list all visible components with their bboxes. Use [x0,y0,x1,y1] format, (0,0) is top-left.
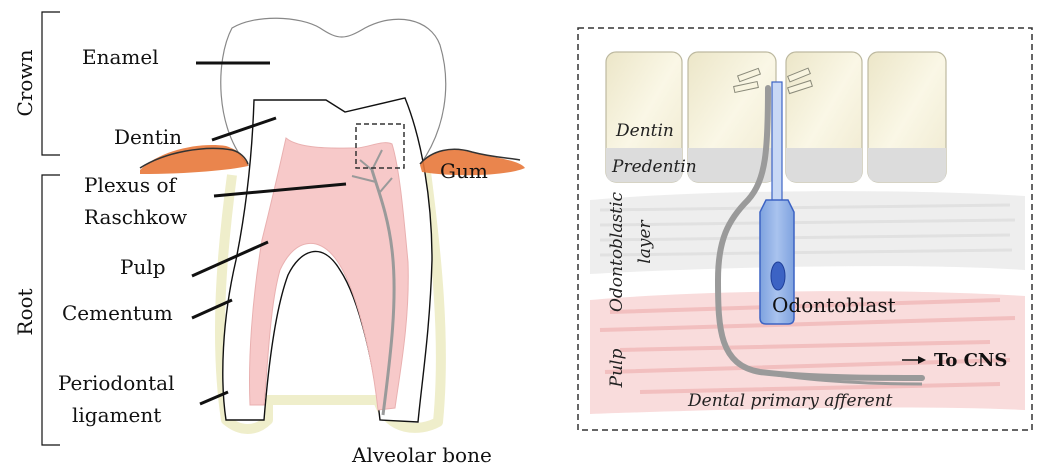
root-region-label: Root [13,288,37,335]
dentin-block [786,52,862,182]
odontoblastic-layer-label-line2: layer [635,219,655,263]
odontoblastic-layer-label-line1: Odontoblastic [607,192,627,313]
crown-region-label: Crown [13,49,37,116]
tooth-illustration [140,18,525,429]
zoom-dentin-label: Dentin [615,121,674,141]
to-cns-label: To CNS [934,350,1007,371]
zoom-pulp-label: Pulp [607,349,627,389]
odontoblast-label: Odontoblast [772,293,896,317]
root-bracket [42,175,60,445]
enamel-label: Enamel [82,45,159,69]
periodontal-label-line2: ligament [72,403,161,427]
odontoblastic-layer-area [590,191,1025,274]
dentin-block [868,52,946,182]
afferent-label: Dental primary afferent [687,391,893,411]
odontoblast-nucleus [771,262,785,290]
gum-label: Gum [440,159,488,183]
alveolar-bone-label: Alveolar bone [351,443,492,467]
zoom-predentin-label: Predentin [611,157,697,177]
periodontal-label-line1: Periodontal [58,371,174,395]
cementum-label: Cementum [62,301,173,325]
dentin-label: Dentin [114,125,182,149]
crown-bracket [42,12,60,155]
plexus-label-line1: Plexus of [84,173,178,197]
pulp-label: Pulp [120,255,166,279]
plexus-label-line2: Raschkow [84,205,187,229]
